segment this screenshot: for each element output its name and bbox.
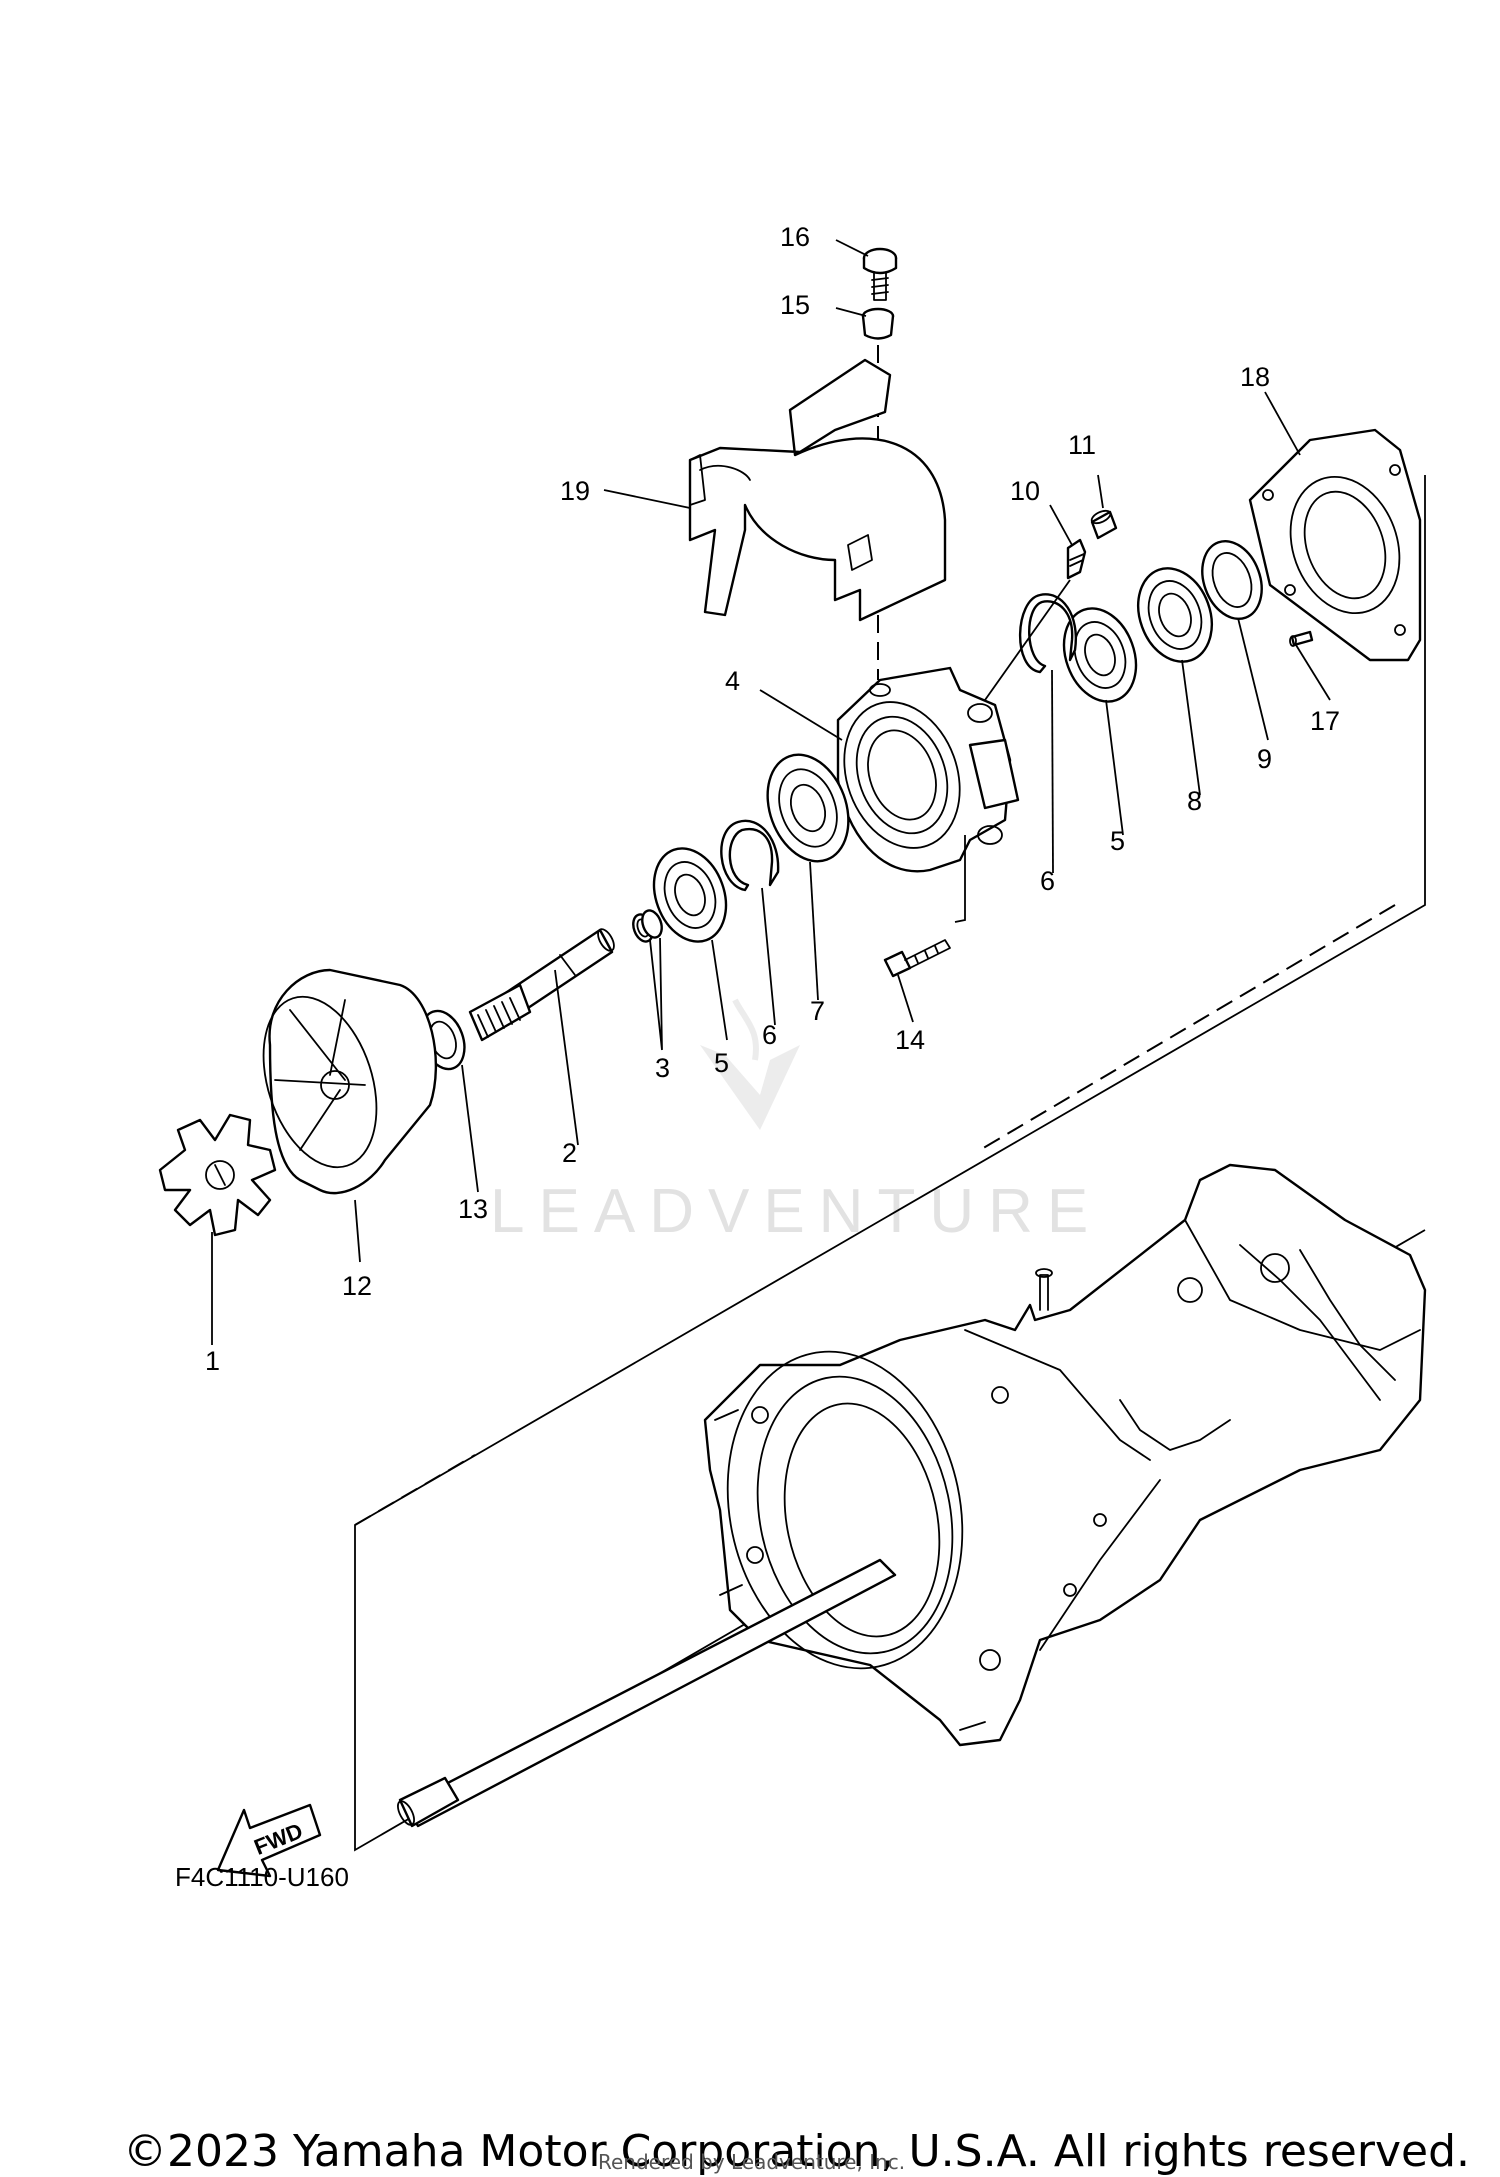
part-16-plate [1248, 428, 1422, 662]
callout-5-lower: 5 [714, 1048, 729, 1078]
callout-16: 18 [1240, 362, 1270, 392]
part-9-seal [1201, 540, 1263, 620]
jet-pump-assembly [703, 1163, 1427, 1747]
callout-17: 15 [780, 290, 810, 320]
callout-10: 10 [1010, 476, 1040, 506]
callout-18: 16 [780, 222, 810, 252]
callout-19: 19 [560, 476, 590, 506]
callout-labels: 16 15 19 18 11 10 4 17 9 8 5 6 14 7 6 5 … [205, 222, 1340, 1376]
watermark-text: LEADVENTURE [490, 1177, 1102, 1246]
callout-3: 3 [655, 1053, 670, 1083]
part-2-shaft [468, 928, 615, 1042]
callout-6-lower: 6 [762, 1020, 777, 1050]
nipple-guide-line [984, 579, 1071, 701]
part-15-bolt [883, 939, 951, 978]
part-4-housing [836, 666, 1020, 873]
housing-bolt-line [954, 835, 966, 923]
callout-8: 8 [1187, 786, 1202, 816]
drive-shaft [397, 1558, 897, 1828]
part-1-damper [158, 1113, 277, 1237]
part-10-nipple [1066, 538, 1087, 580]
phantom-line [354, 1454, 476, 1526]
rendered-by-note: Rendered by Leadventure, Inc. [598, 2150, 906, 2174]
callout-12: 12 [342, 1271, 372, 1301]
part-11-cap [1090, 509, 1118, 540]
part-14-pin [1289, 630, 1314, 647]
fwd-arrow-icon: FWD [216, 1803, 322, 1878]
callout-5-upper: 5 [1110, 826, 1125, 856]
watermark-logo [700, 998, 800, 1130]
callout-7: 7 [810, 996, 825, 1026]
callout-4: 4 [725, 666, 740, 696]
callout-13: 13 [458, 1194, 488, 1224]
diagram-code: F4C1110-U160 [175, 1862, 349, 1892]
callout-15: 14 [895, 1025, 925, 1055]
part-12-coupler [262, 968, 437, 1195]
phantom-line-2 [979, 904, 1396, 1151]
part-3-o-rings [632, 909, 663, 943]
callout-14: 17 [1310, 706, 1340, 736]
part-6-circlip-lower [720, 819, 780, 892]
copyright-notice: ©2023 Yamaha Motor Corporation, U.S.A. A… [123, 2126, 1470, 2177]
part-6-circlip-upper [1018, 593, 1078, 674]
part-17-collar [861, 307, 895, 340]
part-5-bearing-lower [652, 847, 728, 943]
callout-2: 2 [562, 1138, 577, 1168]
callout-11: 11 [1068, 430, 1096, 460]
part-8-bearing [1137, 567, 1213, 663]
part-19-cover [688, 358, 947, 622]
part-18-bolt [862, 247, 898, 301]
callout-6-upper: 6 [1040, 866, 1055, 896]
leader-lines [211, 239, 1331, 1345]
part-7-bearing [766, 753, 850, 863]
callout-9: 9 [1257, 744, 1272, 774]
callout-1: 1 [205, 1346, 220, 1376]
part-5-bearing-upper [1062, 607, 1138, 703]
